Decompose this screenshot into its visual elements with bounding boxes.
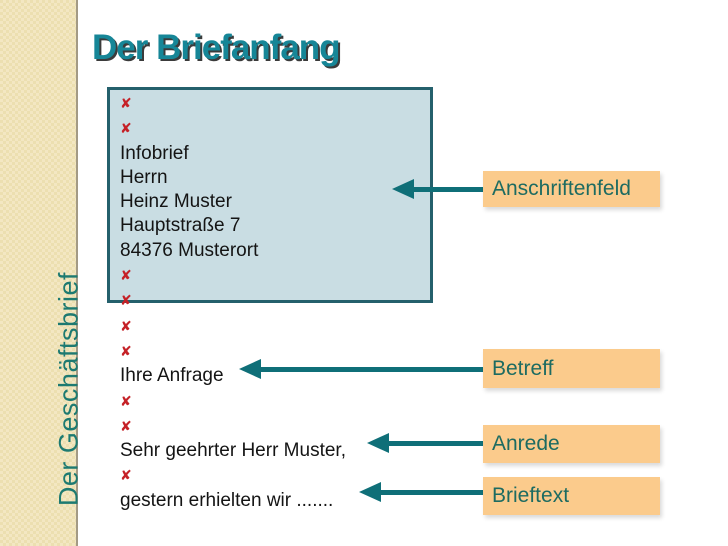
x-mark-icon: ✘ <box>120 91 440 116</box>
x-mark-icon: ✘ <box>120 393 132 410</box>
arrow-shaft <box>412 186 483 192</box>
arrow-left-icon <box>392 179 414 199</box>
label-brieftext: Brieftext <box>483 477 660 515</box>
x-mark-icon: ✘ <box>120 121 132 138</box>
x-mark-icon: ✘ <box>120 314 440 339</box>
x-mark-icon: ✘ <box>120 96 132 112</box>
sidebar: Der Geschäftsbrief <box>0 0 84 546</box>
letter-line: 84376 Musterort <box>120 239 259 261</box>
betreff-arrow <box>239 358 483 380</box>
letter-line: Heinz Muster <box>120 191 232 213</box>
anrede-arrow <box>367 432 483 454</box>
arrow-left-icon <box>359 482 381 502</box>
arrow-left-icon <box>239 359 261 379</box>
x-mark-icon: ✘ <box>120 468 132 485</box>
arrow-shaft <box>379 489 483 495</box>
x-mark-icon: ✘ <box>120 116 440 141</box>
x-mark-icon: ✘ <box>120 463 440 488</box>
x-mark-icon: ✘ <box>120 418 132 435</box>
letter-line: Ihre Anfrage <box>120 365 224 387</box>
label-betreff: Betreff <box>483 349 660 388</box>
x-mark-icon: ✘ <box>120 263 440 288</box>
x-mark-icon: ✘ <box>120 318 132 335</box>
letter-line: Sehr geehrter Herr Muster, <box>120 440 346 462</box>
label-anrede: Anrede <box>483 425 660 463</box>
arrow-shaft <box>387 440 483 446</box>
x-mark-icon: ✘ <box>120 268 132 285</box>
letter-line: Infobrief <box>120 142 189 164</box>
x-mark-icon: ✘ <box>120 288 440 313</box>
brieftext-arrow <box>359 481 483 503</box>
label-anschriftenfeld: Anschriftenfeld <box>483 171 660 207</box>
page-title: Der Briefanfang <box>92 28 341 67</box>
letter-line: Hauptstraße 7 <box>120 215 241 237</box>
address-box <box>107 87 433 303</box>
x-mark-icon: ✘ <box>120 293 132 310</box>
letter-line: gestern erhielten wir ....... <box>120 489 334 511</box>
x-mark-icon: ✘ <box>120 414 440 439</box>
x-mark-icon: ✘ <box>120 343 132 360</box>
x-mark-icon: ✘ <box>120 389 440 414</box>
anschriftenfeld-arrow <box>392 178 483 200</box>
sidebar-vertical-title: Der Geschäftsbrief <box>53 271 84 506</box>
letter-line: Herrn <box>120 166 168 188</box>
arrow-shaft <box>259 366 483 372</box>
x-mark-icon: ✘ <box>120 339 440 364</box>
arrow-left-icon <box>367 433 389 453</box>
